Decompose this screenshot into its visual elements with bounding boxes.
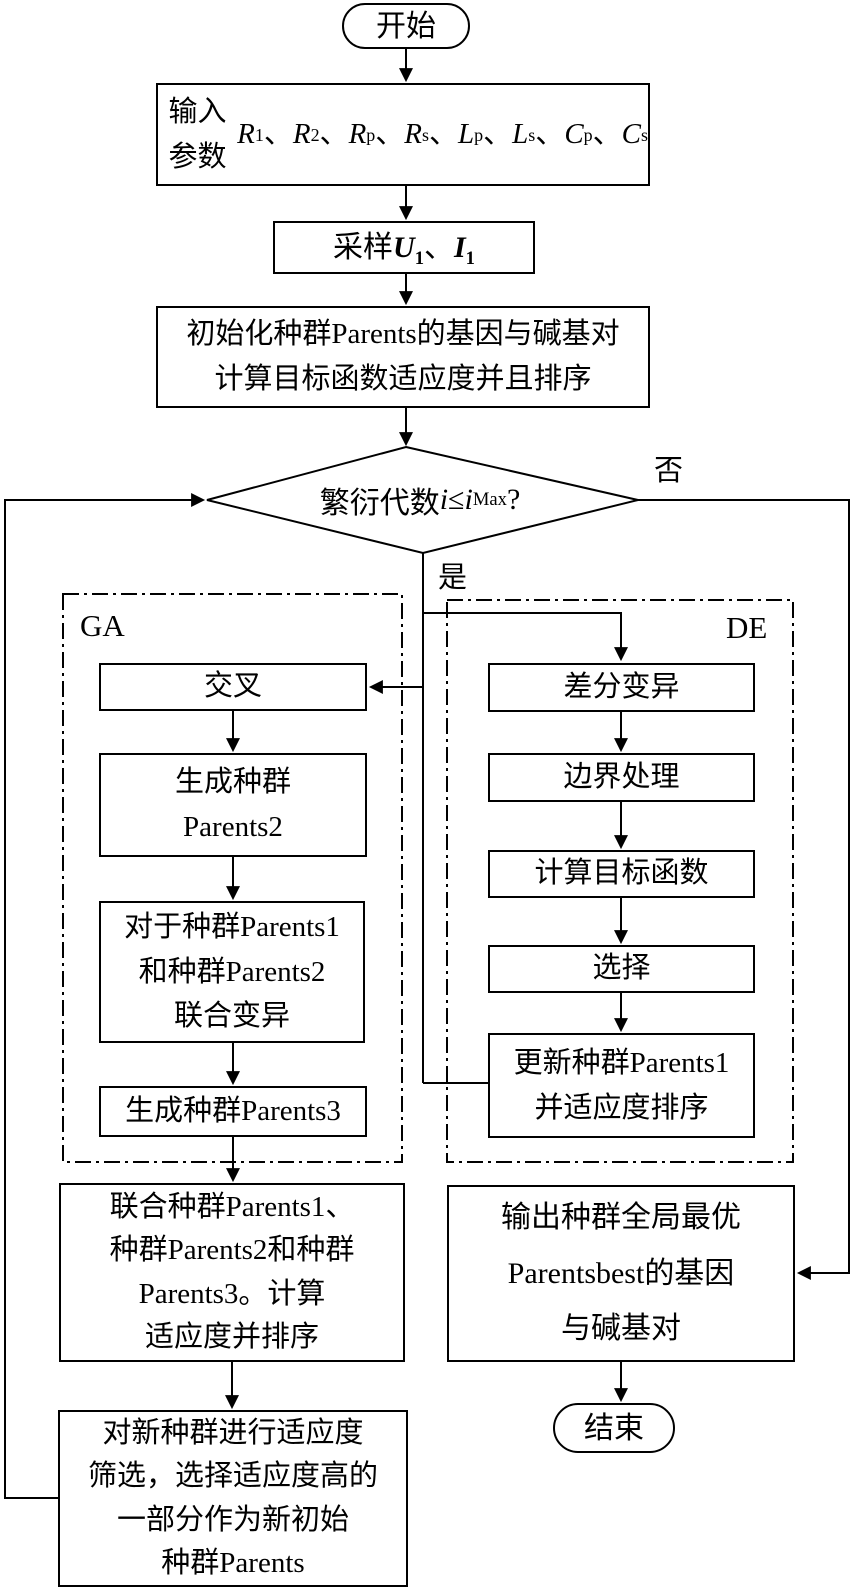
end-terminator: 结束 bbox=[553, 1403, 675, 1453]
de-region-border bbox=[446, 599, 794, 1163]
ga-region-label: GA bbox=[80, 608, 125, 643]
generate-parents3-box: 生成种群Parents3 bbox=[99, 1086, 367, 1137]
yes-label: 是 bbox=[438, 562, 468, 594]
differential-mutation-box: 差分变异 bbox=[488, 663, 755, 712]
fitness-screening-box: 对新种群进行适应度筛选，选择适应度高的一部分作为新初始种群Parents bbox=[58, 1410, 408, 1587]
crossover-box: 交叉 bbox=[99, 663, 367, 711]
selection-box: 选择 bbox=[488, 945, 755, 993]
objective-function-box: 计算目标函数 bbox=[488, 850, 755, 898]
start-terminator: 开始 bbox=[342, 3, 470, 49]
edge-yes-to-diff-mutation bbox=[422, 553, 628, 662]
edge-loop-back-to-decision bbox=[4, 493, 206, 1499]
edge-no-to-output bbox=[638, 499, 850, 1280]
boundary-handling-box: 边界处理 bbox=[488, 753, 755, 802]
de-region-label: DE bbox=[726, 610, 768, 645]
no-label: 否 bbox=[654, 455, 684, 487]
ga-region-border bbox=[62, 593, 403, 1163]
initialize-population-box: 初始化种群Parents的基因与碱基对计算目标函数适应度并且排序 bbox=[156, 306, 650, 408]
